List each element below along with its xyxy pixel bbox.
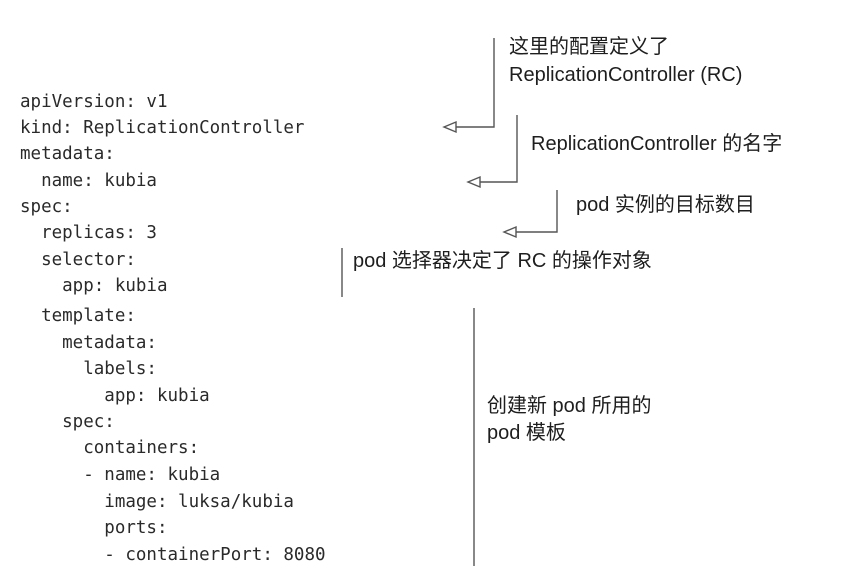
code-line: apiVersion: v1	[20, 92, 168, 112]
annotation-selector: pod 选择器决定了 RC 的操作对象	[353, 250, 652, 272]
arrowhead-kind	[442, 120, 457, 134]
arrowhead-replicas	[502, 225, 517, 239]
code-line: image: luksa/kubia	[20, 492, 294, 512]
code-line: spec:	[20, 197, 73, 217]
code-line: template:	[20, 306, 136, 326]
annotation-template-line1: 创建新 pod 所用的	[487, 395, 652, 417]
annotation-kind-line2: ReplicationController (RC)	[509, 64, 743, 86]
code-line: app: kubia	[20, 276, 168, 296]
code-line: containers:	[20, 438, 200, 458]
code-line: - name: kubia	[20, 465, 221, 485]
code-line: ports:	[20, 518, 168, 538]
arrowhead-name	[466, 175, 481, 189]
connector-replicas	[512, 190, 558, 233]
code-line: metadata:	[20, 144, 115, 164]
connector-kind	[452, 38, 495, 128]
code-line: kind: ReplicationController	[20, 118, 305, 138]
code-line: app: kubia	[20, 386, 210, 406]
code-line: name: kubia	[20, 171, 157, 191]
code-line: spec:	[20, 412, 115, 432]
code-line: replicas: 3	[20, 223, 157, 243]
annotation-replicas: pod 实例的目标数目	[576, 194, 755, 216]
annotation-template-line2: pod 模板	[487, 422, 566, 444]
code-line: selector:	[20, 250, 136, 270]
annotation-name: ReplicationController 的名字	[531, 133, 783, 155]
code-line: metadata:	[20, 333, 157, 353]
code-line: labels:	[20, 359, 157, 379]
annotation-kind-line1: 这里的配置定义了	[509, 36, 669, 58]
connector-name	[476, 115, 518, 183]
code-line: - containerPort: 8080	[20, 545, 326, 565]
